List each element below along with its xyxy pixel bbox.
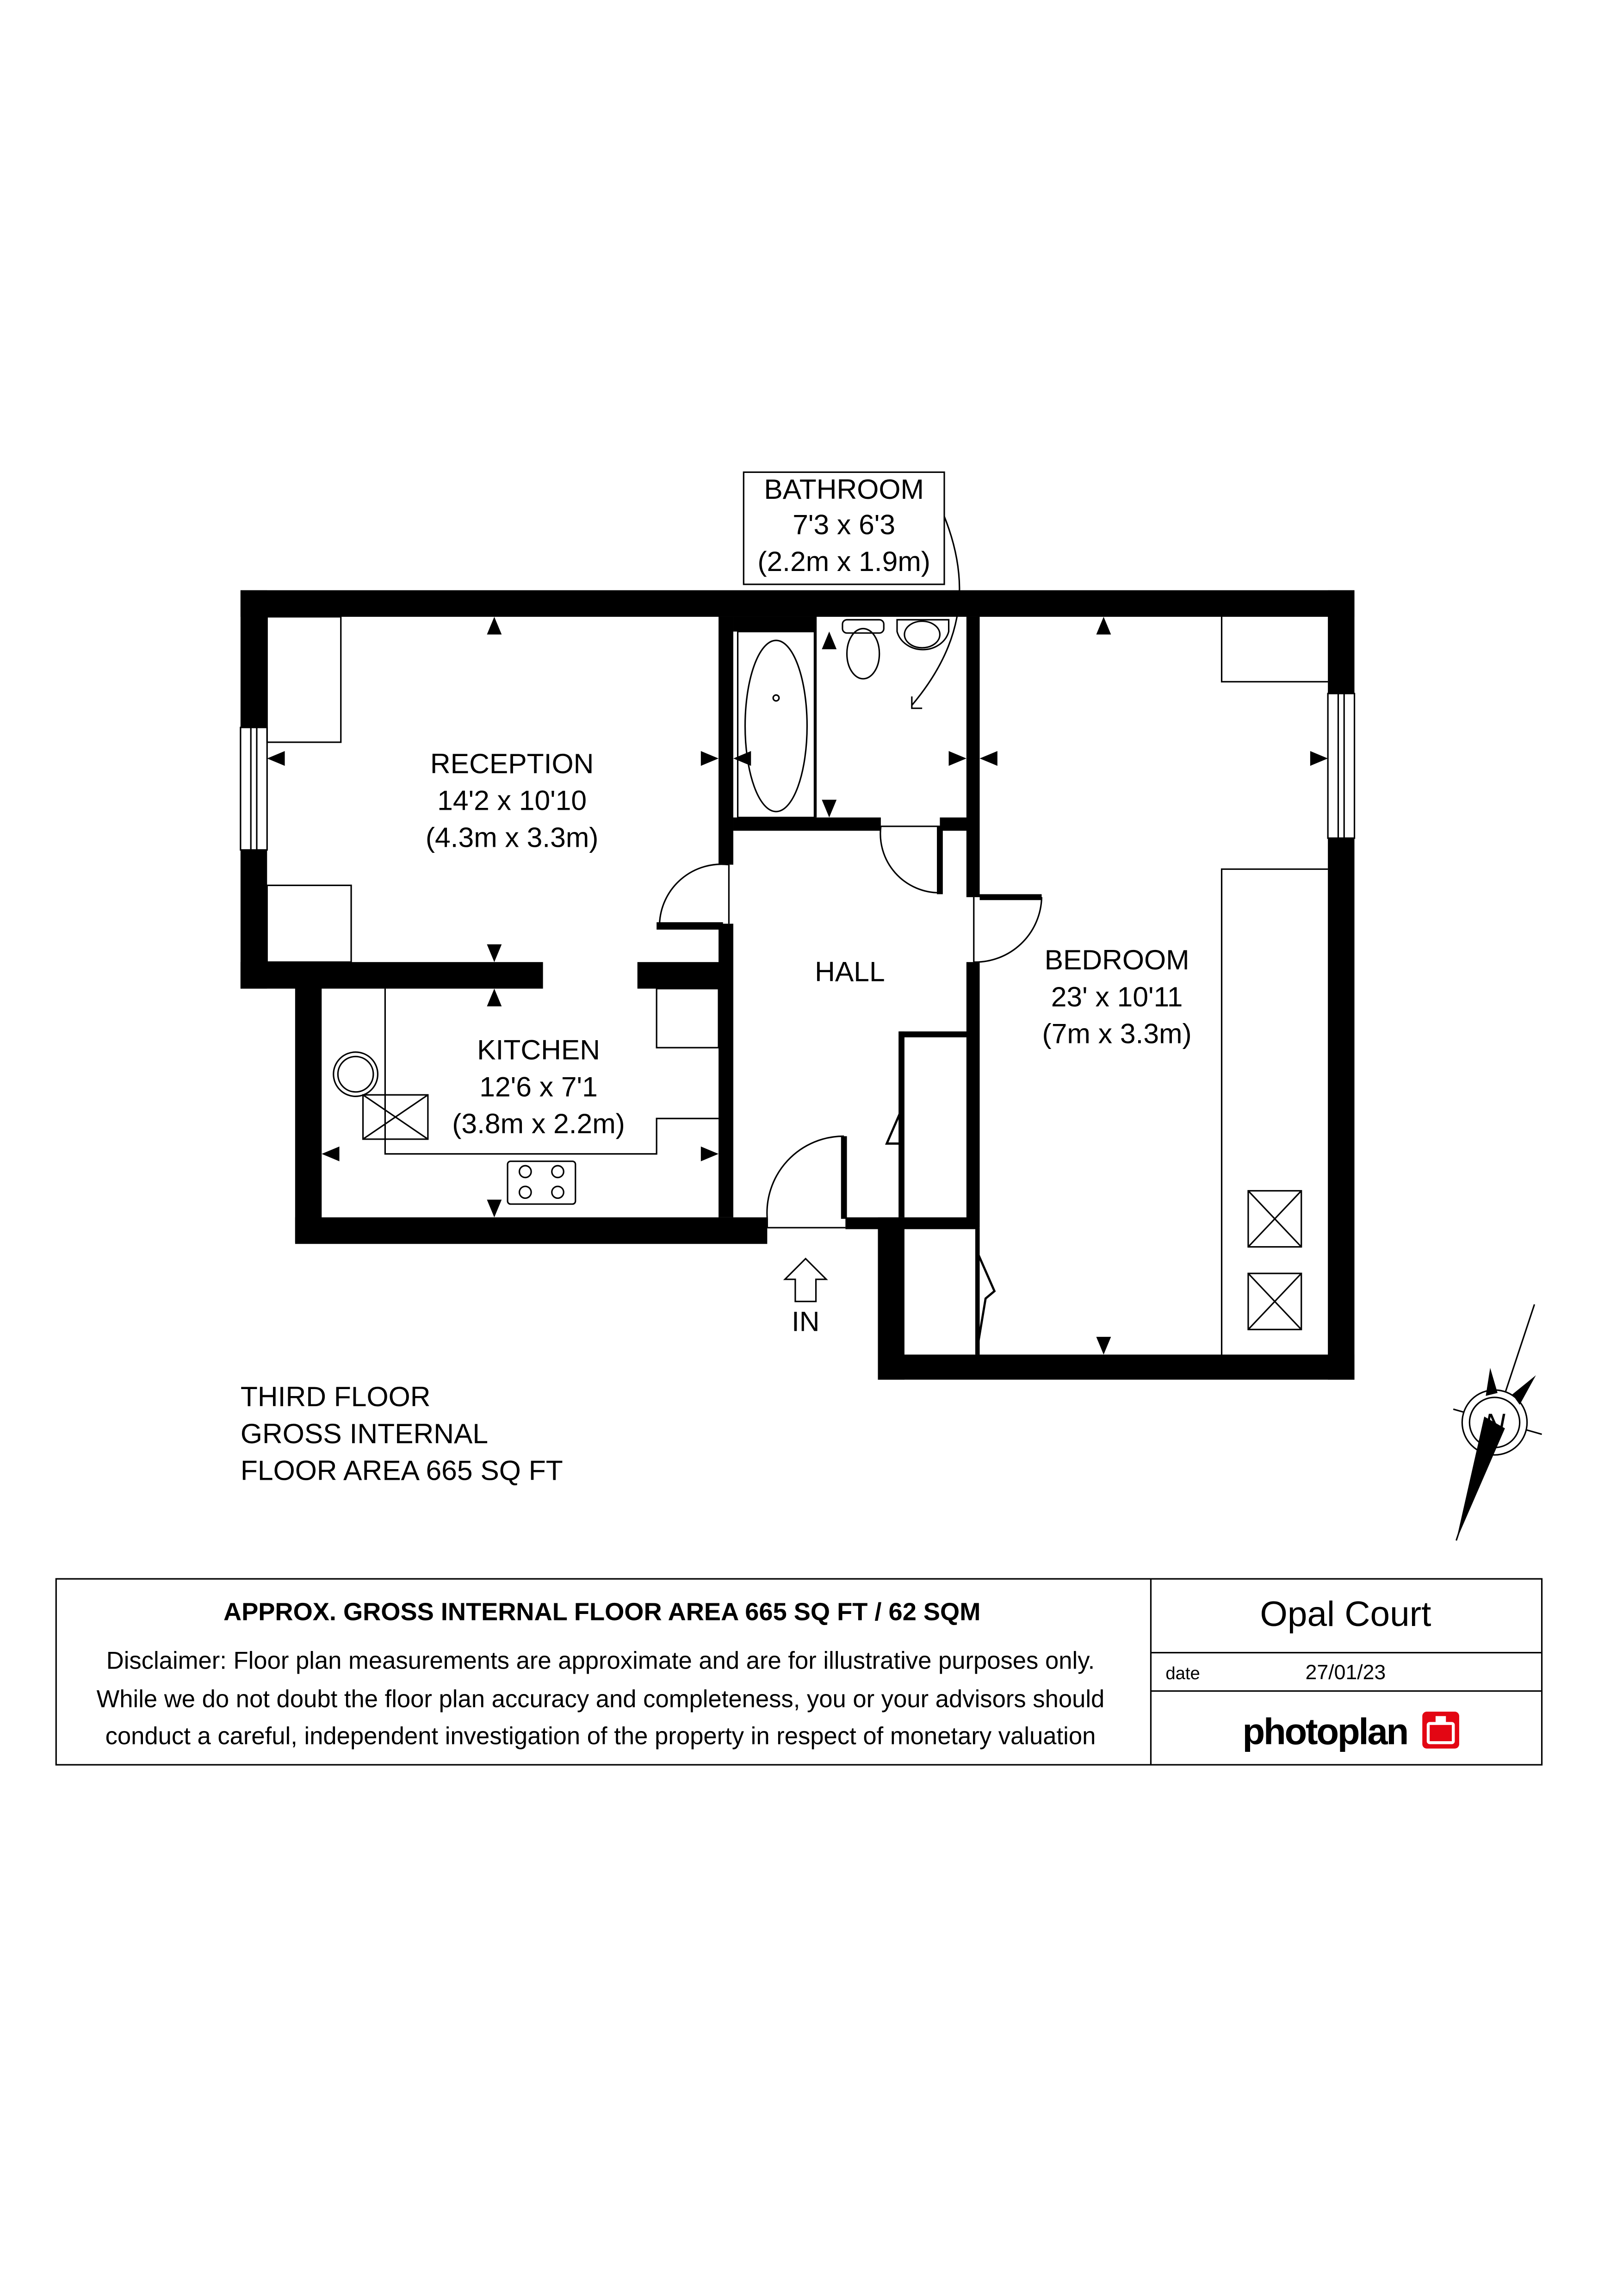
entrance-marker: IN xyxy=(783,1257,828,1337)
svg-text:7'3 x 6'3: 7'3 x 6'3 xyxy=(793,509,895,540)
disclaimer-line: conduct a careful, independent investiga… xyxy=(105,1722,1096,1750)
cupboard-door-bedroom xyxy=(977,1253,996,1343)
bedroom-label: BEDROOM 23' x 10'11 (7m x 3.3m) xyxy=(1042,944,1192,1049)
svg-text:(4.3m x 3.3m): (4.3m x 3.3m) xyxy=(426,821,599,853)
floor-info: THIRD FLOOR GROSS INTERNAL FLOOR AREA 66… xyxy=(241,1381,563,1486)
disclaimer-line: Disclaimer: Floor plan measurements are … xyxy=(106,1647,1095,1675)
bathroom-label: BATHROOM 7'3 x 6'3 (2.2m x 1.9m) xyxy=(743,471,960,709)
floor-plan: BATHROOM 7'3 x 6'3 (2.2m x 1.9m) RECEPTI… xyxy=(240,471,1356,1380)
wardrobe-unit xyxy=(1247,1190,1302,1330)
disclaimer-line: While we do not doubt the floor plan acc… xyxy=(97,1686,1105,1713)
bathtub xyxy=(744,639,808,813)
svg-text:N: N xyxy=(1484,1408,1505,1441)
svg-text:(3.8m x 2.2m): (3.8m x 2.2m) xyxy=(452,1108,625,1139)
measurement-arrows xyxy=(267,616,1328,1355)
door-bathroom xyxy=(880,825,940,894)
door-bedroom xyxy=(973,897,1043,963)
appliance xyxy=(362,1094,429,1140)
svg-text:23' x 10'11: 23' x 10'11 xyxy=(1051,981,1183,1012)
hob xyxy=(507,1160,576,1205)
property-name: Opal Court xyxy=(1260,1595,1431,1634)
window-bedroom xyxy=(1327,693,1356,839)
date-label: date xyxy=(1165,1663,1200,1683)
area-title: APPROX. GROSS INTERNAL FLOOR AREA 665 SQ… xyxy=(223,1598,980,1626)
svg-text:IN: IN xyxy=(792,1305,820,1337)
compass-icon: N xyxy=(1453,1304,1542,1541)
hall-label: HALL xyxy=(815,956,885,987)
date-value: 27/01/23 xyxy=(1306,1661,1386,1684)
walls xyxy=(240,590,1355,1380)
door-entrance xyxy=(766,1135,846,1229)
svg-text:photoplan: photoplan xyxy=(1242,1711,1407,1752)
cupboard-door-hall xyxy=(885,1109,903,1145)
svg-text:RECEPTION: RECEPTION xyxy=(430,748,594,779)
svg-text:14'2 x 10'10: 14'2 x 10'10 xyxy=(437,785,587,816)
kitchen-label: KITCHEN 12'6 x 7'1 (3.8m x 2.2m) xyxy=(452,1034,625,1139)
footer-table: APPROX. GROSS INTERNAL FLOOR AREA 665 SQ… xyxy=(55,1578,1543,1766)
svg-text:THIRD FLOOR: THIRD FLOOR xyxy=(241,1381,431,1412)
camera-icon xyxy=(1422,1712,1459,1749)
door-reception xyxy=(658,863,730,924)
svg-text:FLOOR AREA 665 SQ FT: FLOOR AREA 665 SQ FT xyxy=(241,1455,563,1486)
toilet xyxy=(842,619,885,680)
svg-text:(7m x 3.3m): (7m x 3.3m) xyxy=(1042,1018,1192,1049)
svg-text:12'6 x 7'1: 12'6 x 7'1 xyxy=(479,1071,598,1102)
basin xyxy=(896,619,950,651)
svg-text:BATHROOM: BATHROOM xyxy=(764,473,924,505)
svg-text:KITCHEN: KITCHEN xyxy=(477,1034,600,1066)
svg-text:GROSS INTERNAL: GROSS INTERNAL xyxy=(241,1418,488,1449)
svg-text:BEDROOM: BEDROOM xyxy=(1045,944,1189,975)
entrance-arrow-icon xyxy=(783,1257,828,1303)
window-reception xyxy=(240,726,268,851)
kitchen-sink xyxy=(333,1051,379,1097)
svg-text:(2.2m x 1.9m): (2.2m x 1.9m) xyxy=(757,546,930,577)
reception-label: RECEPTION 14'2 x 10'10 (4.3m x 3.3m) xyxy=(426,748,599,853)
photoplan-logo: photoplan xyxy=(1242,1711,1459,1752)
